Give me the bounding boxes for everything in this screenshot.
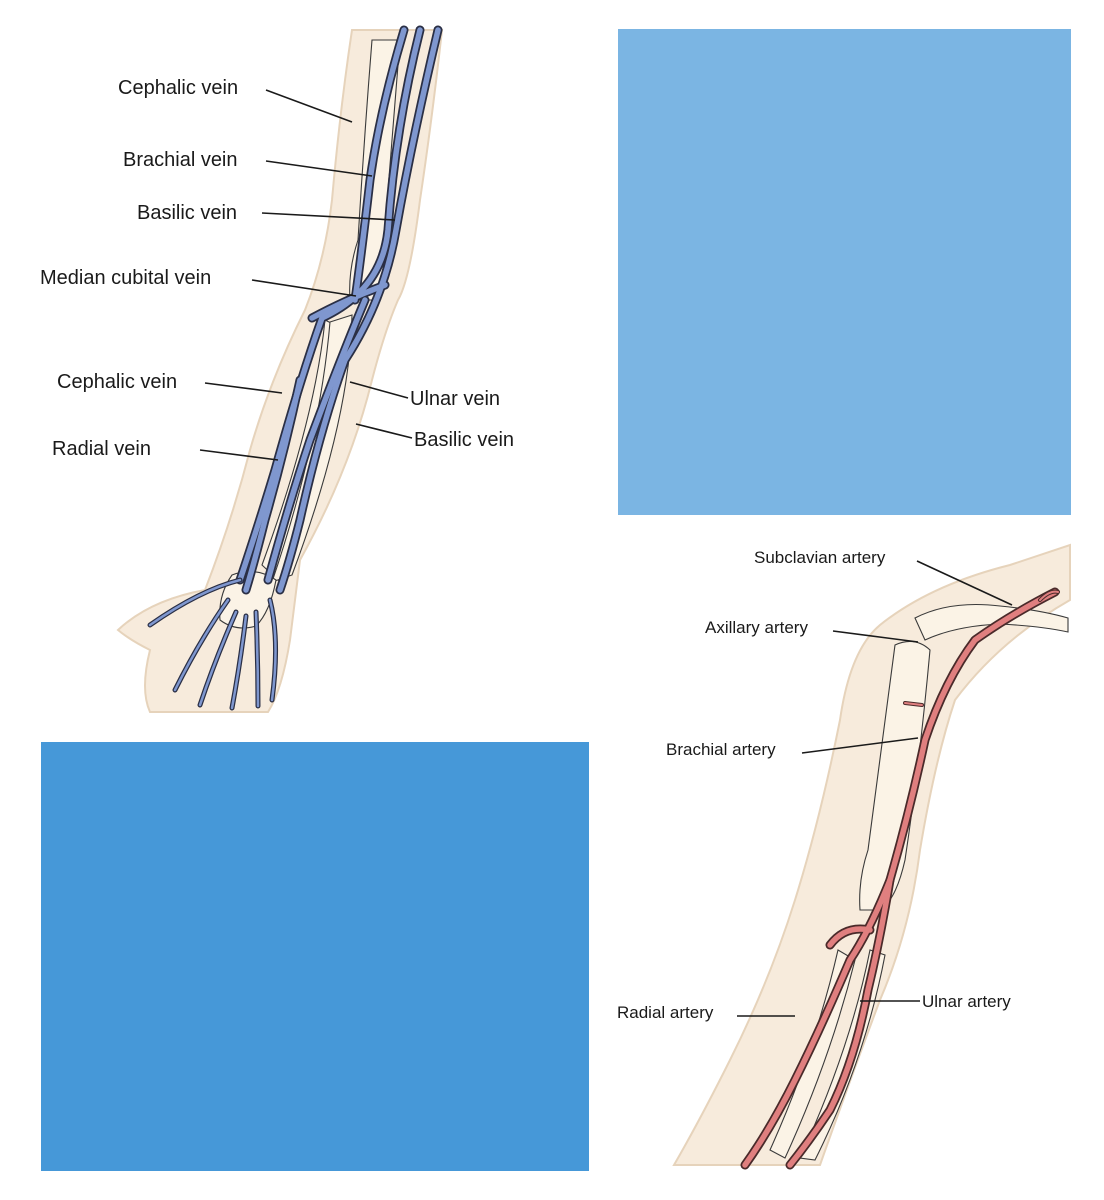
brachial-vein-path bbox=[352, 27, 407, 303]
blue-block-top-right bbox=[618, 29, 1071, 515]
artery-humerus bbox=[859, 640, 931, 911]
label-cephalic-vein-upper: Cephalic vein bbox=[118, 77, 238, 99]
cephalic-vein-path bbox=[237, 27, 423, 583]
ulnar-artery-path bbox=[787, 877, 893, 1168]
vein-leader-lines bbox=[199, 89, 413, 461]
label-brachial-artery: Brachial artery bbox=[666, 740, 776, 759]
blue-block-bottom-left bbox=[41, 742, 589, 1171]
median-cubital-vein-path bbox=[309, 282, 388, 321]
label-axillary-artery: Axillary artery bbox=[705, 618, 808, 637]
label-basilic-vein-upper: Basilic vein bbox=[137, 202, 237, 224]
label-subclavian-artery: Subclavian artery bbox=[754, 548, 886, 567]
artery-leader-lines bbox=[737, 560, 1013, 1017]
label-basilic-vein-lower: Basilic vein bbox=[414, 429, 514, 451]
veins-figure: Cephalic vein Brachial vein Basilic vein… bbox=[40, 25, 514, 713]
ulnar-vein-path bbox=[265, 297, 368, 583]
clavicle bbox=[914, 604, 1069, 641]
label-median-cubital-vein: Median cubital vein bbox=[40, 267, 211, 289]
label-cephalic-vein-lower: Cephalic vein bbox=[57, 371, 177, 393]
label-ulnar-artery: Ulnar artery bbox=[922, 992, 1011, 1011]
label-radial-artery: Radial artery bbox=[617, 1003, 714, 1022]
label-ulnar-vein: Ulnar vein bbox=[410, 388, 500, 410]
vein-fills bbox=[237, 27, 441, 593]
label-radial-vein: Radial vein bbox=[52, 438, 151, 460]
arteries-figure: Subclavian artery Axillary artery Brachi… bbox=[617, 543, 1071, 1170]
radial-vein-path bbox=[243, 377, 303, 593]
recurrent-branch-path bbox=[827, 926, 873, 948]
artery-fills bbox=[742, 589, 1058, 1168]
basilic-vein-path bbox=[277, 27, 441, 593]
label-brachial-vein: Brachial vein bbox=[123, 149, 238, 171]
